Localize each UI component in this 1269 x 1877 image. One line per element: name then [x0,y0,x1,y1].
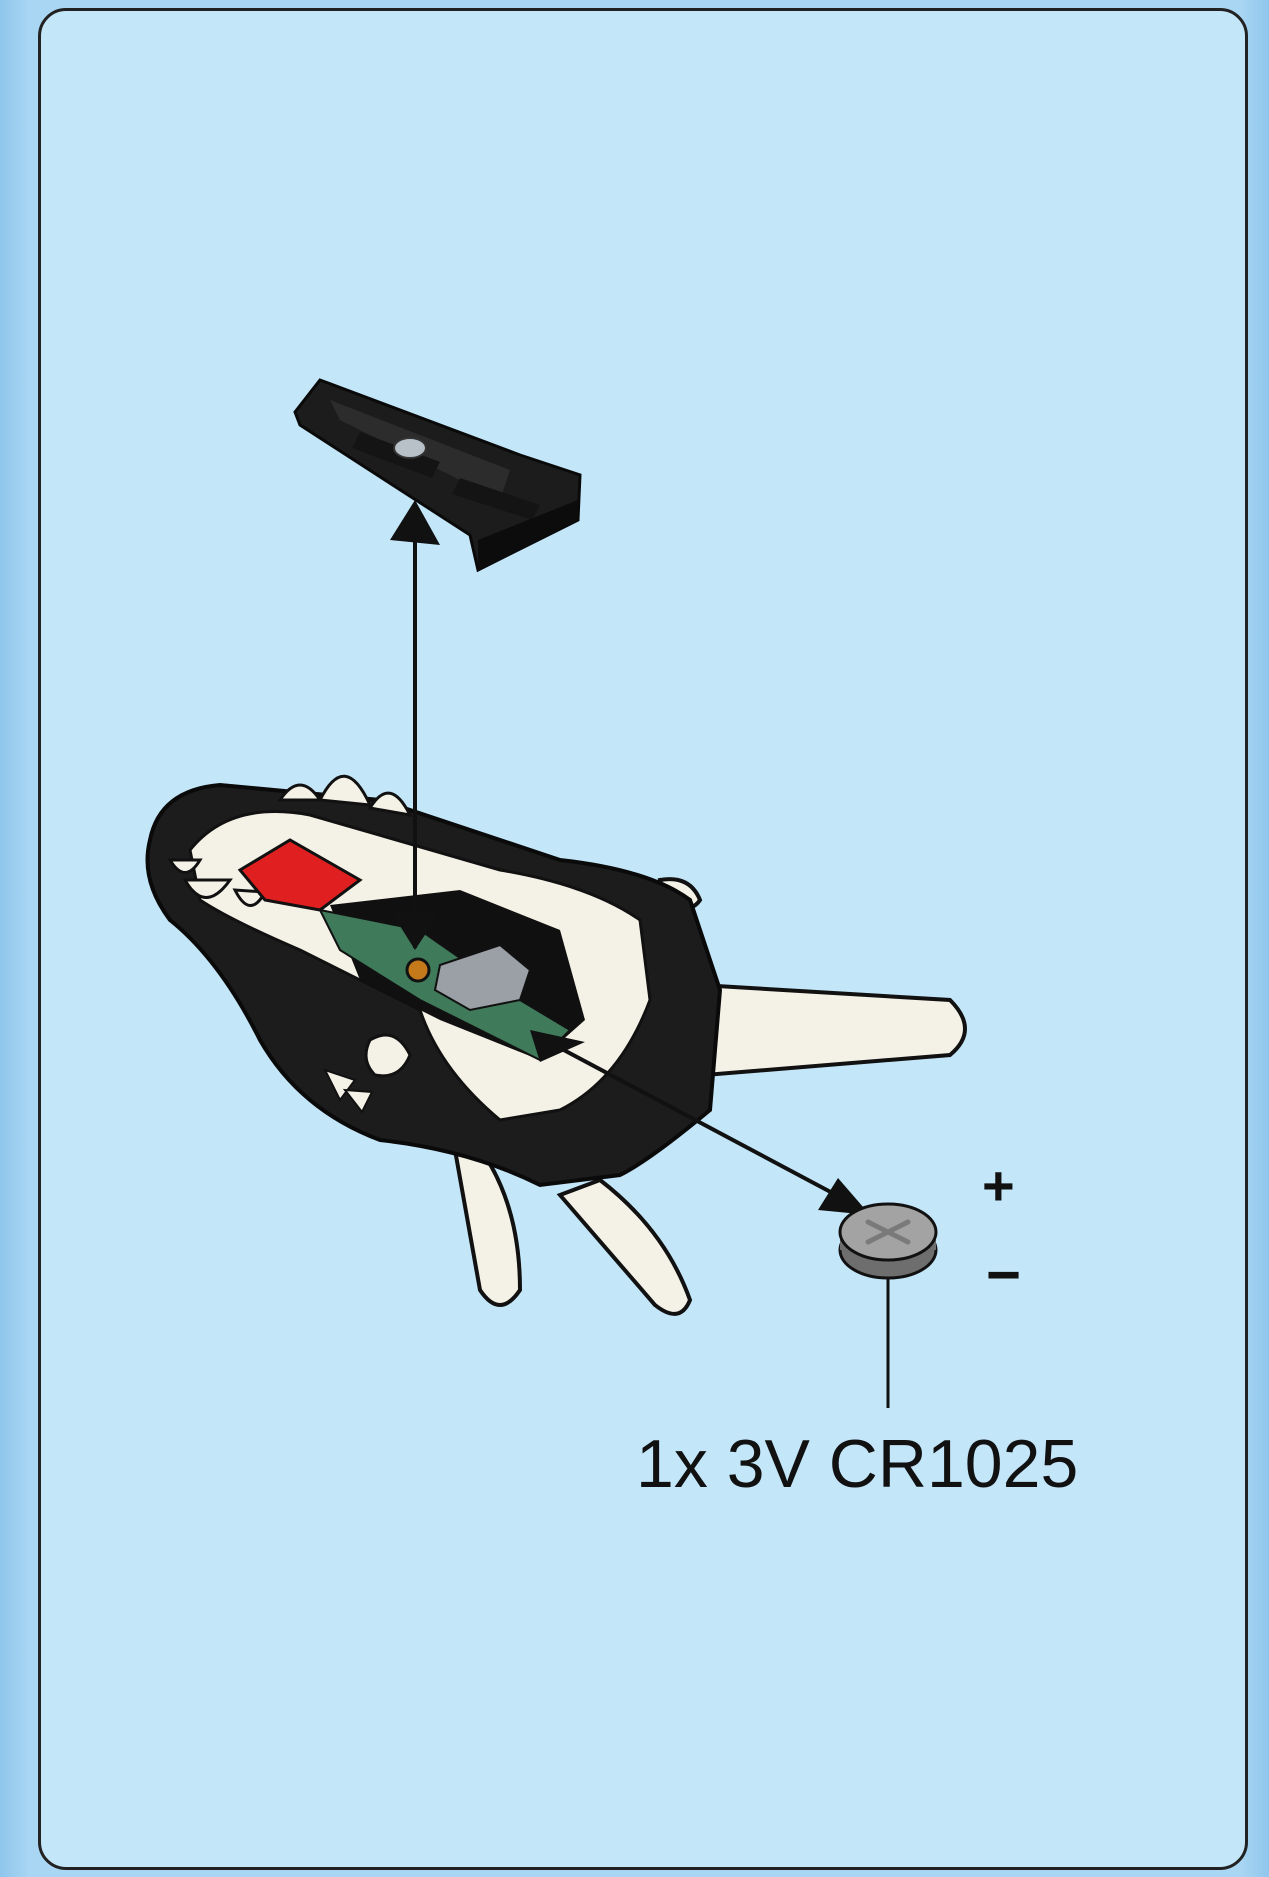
battery-type-label: 1x 3V CR1025 [636,1426,1078,1502]
coin-battery-icon [840,1204,936,1278]
polarity-plus-label: + [982,1158,1015,1214]
screw-hole-icon [407,959,429,981]
screw-icon [394,438,426,458]
polarity-minus-label: − [986,1255,1021,1295]
